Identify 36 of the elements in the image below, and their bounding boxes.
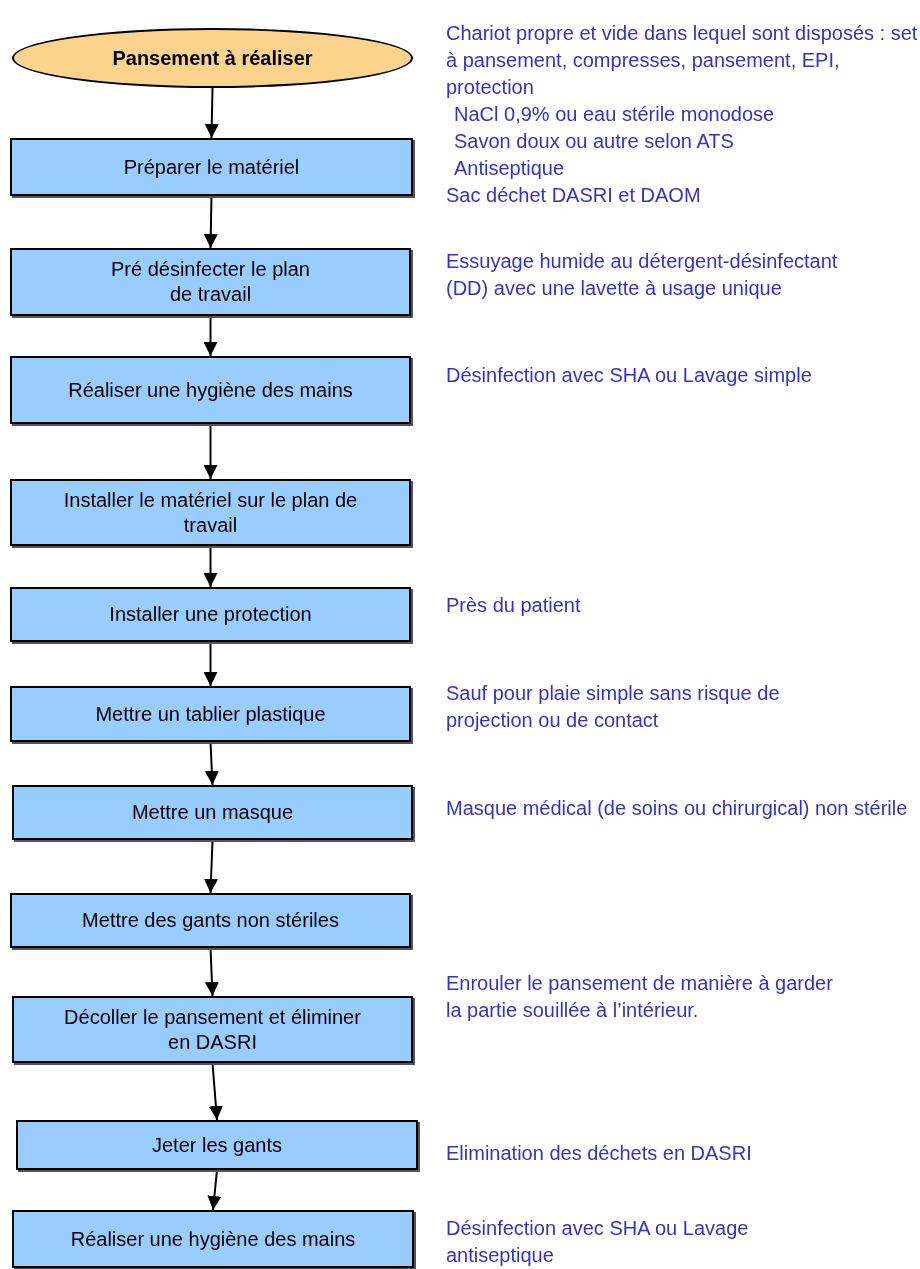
arrow xyxy=(203,195,218,249)
arrow xyxy=(204,741,219,786)
note-text: Enrouler le pansement de manière à garder la partie souillée à l’intérieur. xyxy=(446,971,834,1023)
process-box: Réaliser une hygiène des mains xyxy=(12,1210,414,1268)
process-box: Installer une protection xyxy=(10,587,411,642)
note-text: Elimination des déchets en DASRI xyxy=(446,1141,753,1166)
arrow xyxy=(204,839,218,894)
process-box: Jeter les gants xyxy=(16,1120,418,1170)
note-text: Antiseptique xyxy=(453,156,566,181)
process-box: Réaliser une hygiène des mains xyxy=(10,356,411,424)
process-box: Installer le matériel sur le plan de travail xyxy=(10,479,411,546)
process-box: Pré désinfecter le plan de travail xyxy=(10,248,411,316)
arrow xyxy=(203,641,218,687)
note-text: Essuyage humide au détergent-désinfectant (DD) avec une lavette à usage unique xyxy=(446,249,839,301)
process-box: Mettre un masque xyxy=(12,785,413,840)
note-text: Sac déchet DASRI et DAOM xyxy=(446,183,702,208)
note-text: Masque médical (de soins ou chirurgical) non stérile xyxy=(446,796,909,821)
process-box: Préparer le matériel xyxy=(10,138,413,196)
note-text: Désinfection avec SHA ou Lavage simple xyxy=(446,363,813,388)
note-text: Près du patient xyxy=(446,593,582,618)
process-box: Mettre des gants non stériles xyxy=(10,893,411,948)
process-box: Mettre un tablier plastique xyxy=(10,686,411,742)
arrow xyxy=(203,423,218,480)
process-box: Décoller le pansement et éliminer en DASRI xyxy=(12,996,413,1063)
note-text: NaCl 0,9% ou eau stérile monodose xyxy=(453,102,776,127)
arrow xyxy=(204,87,219,139)
arrow xyxy=(204,947,219,997)
arrow xyxy=(203,315,218,357)
note-text: Chariot propre et vide dans lequel sont disposés : set à pansement, compresses, pansement, EPI, protection xyxy=(446,21,918,100)
arrow xyxy=(203,545,218,588)
arrow xyxy=(208,1062,223,1121)
arrow xyxy=(207,1169,222,1211)
note-text: Sauf pour plaie simple sans risque de projection ou de contact xyxy=(446,681,781,733)
note-text: Désinfection avec SHA ou Lavage antiseptique xyxy=(446,1216,750,1268)
note-text: Savon doux ou autre selon ATS xyxy=(453,129,735,154)
start-ellipse: Pansement à réaliser xyxy=(12,28,413,88)
